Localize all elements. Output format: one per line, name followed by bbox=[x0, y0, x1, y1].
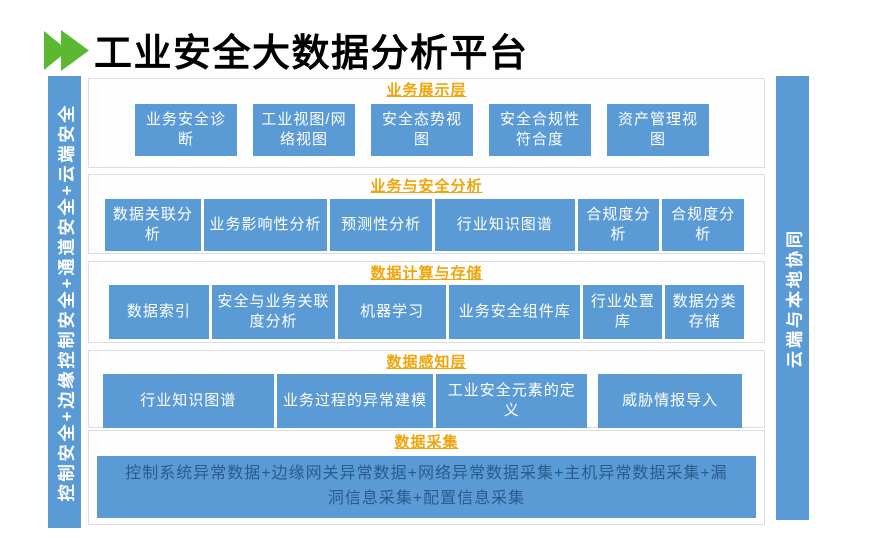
layer-title: 数据感知层 bbox=[386, 354, 467, 371]
data-collection-box: 控制系统异常数据+边缘网关异常数据+网络异常数据采集+主机异常数据采集+漏洞信息… bbox=[97, 456, 756, 518]
layer-panel-data-perception: 数据感知层 行业知识图谱 业务过程的异常建模 工业安全元素的定义 威胁情报导入 bbox=[88, 350, 765, 428]
layer-panel-business-display: 业务展示层 业务安全诊断 工业视图/网络视图 安全态势视图 安全合规性符合度 资… bbox=[88, 78, 765, 168]
diagram-box: 威胁情报导入 bbox=[598, 374, 742, 428]
layer-box-row: 业务安全诊断 工业视图/网络视图 安全态势视图 安全合规性符合度 资产管理视图 bbox=[89, 104, 764, 156]
page-title: 工业安全大数据分析平台 bbox=[94, 33, 529, 75]
diagram-box: 数据索引 bbox=[109, 285, 209, 339]
layer-box-row: 行业知识图谱 业务过程的异常建模 工业安全元素的定义 威胁情报导入 bbox=[103, 374, 742, 428]
layer-panel-business-security-analysis: 业务与安全分析 数据关联分析 业务影响性分析 预测性分析 行业知识图谱 合规度分… bbox=[88, 174, 765, 254]
diagram-box: 资产管理视图 bbox=[607, 104, 709, 156]
layer-title: 数据计算与存储 bbox=[370, 265, 483, 282]
right-collaboration-bar: 云端与本地协同 bbox=[776, 76, 809, 520]
diagram-box: 合规度分析 bbox=[577, 199, 660, 251]
layer-panel-data-collection: 数据采集 控制系统异常数据+边缘网关异常数据+网络异常数据采集+主机异常数据采集… bbox=[88, 430, 765, 525]
layer-title: 数据采集 bbox=[394, 434, 459, 451]
double-right-arrow-icon bbox=[44, 30, 89, 71]
right-collaboration-bar-label: 云端与本地协同 bbox=[785, 228, 804, 368]
layer-box-row: 控制系统异常数据+边缘网关异常数据+网络异常数据采集+主机异常数据采集+漏洞信息… bbox=[97, 456, 756, 518]
diagram-box: 数据分类存储 bbox=[665, 285, 744, 339]
diagram-box: 预测性分析 bbox=[330, 199, 432, 251]
diagram-box: 行业知识图谱 bbox=[434, 199, 575, 251]
layer-title: 业务与安全分析 bbox=[370, 178, 483, 195]
diagram-box: 业务安全组件库 bbox=[448, 285, 581, 339]
diagram-box: 行业知识图谱 bbox=[103, 374, 274, 428]
diagram-box: 合规度分析 bbox=[662, 199, 745, 251]
diagram-box: 业务安全诊断 bbox=[135, 104, 237, 156]
diagram-box: 机器学习 bbox=[338, 285, 446, 339]
diagram-box: 安全态势视图 bbox=[371, 104, 473, 156]
layer-box-row: 数据索引 安全与业务关联度分析 机器学习 业务安全组件库 行业处置库 数据分类存… bbox=[109, 285, 744, 339]
left-security-bar-label: 控制安全+边缘控制安全+通道安全+云端安全 bbox=[57, 102, 76, 502]
layer-stack: 业务展示层 业务安全诊断 工业视图/网络视图 安全态势视图 安全合规性符合度 资… bbox=[88, 78, 765, 525]
left-security-bar: 控制安全+边缘控制安全+通道安全+云端安全 bbox=[48, 76, 81, 528]
diagram-box: 数据关联分析 bbox=[105, 199, 201, 251]
diagram-box: 安全合规性符合度 bbox=[489, 104, 591, 156]
layer-box-row: 数据关联分析 业务影响性分析 预测性分析 行业知识图谱 合规度分析 合规度分析 bbox=[105, 199, 745, 251]
layer-panel-data-computing-storage: 数据计算与存储 数据索引 安全与业务关联度分析 机器学习 业务安全组件库 行业处… bbox=[88, 261, 765, 343]
diagram-box: 业务影响性分析 bbox=[203, 199, 328, 251]
layer-title: 业务展示层 bbox=[386, 82, 467, 99]
diagram-box: 工业视图/网络视图 bbox=[253, 104, 355, 156]
diagram-box: 安全与业务关联度分析 bbox=[211, 285, 336, 339]
diagram-box: 行业处置库 bbox=[583, 285, 663, 339]
diagram-box: 工业安全元素的定义 bbox=[436, 374, 588, 428]
diagram-box: 业务过程的异常建模 bbox=[276, 374, 434, 428]
